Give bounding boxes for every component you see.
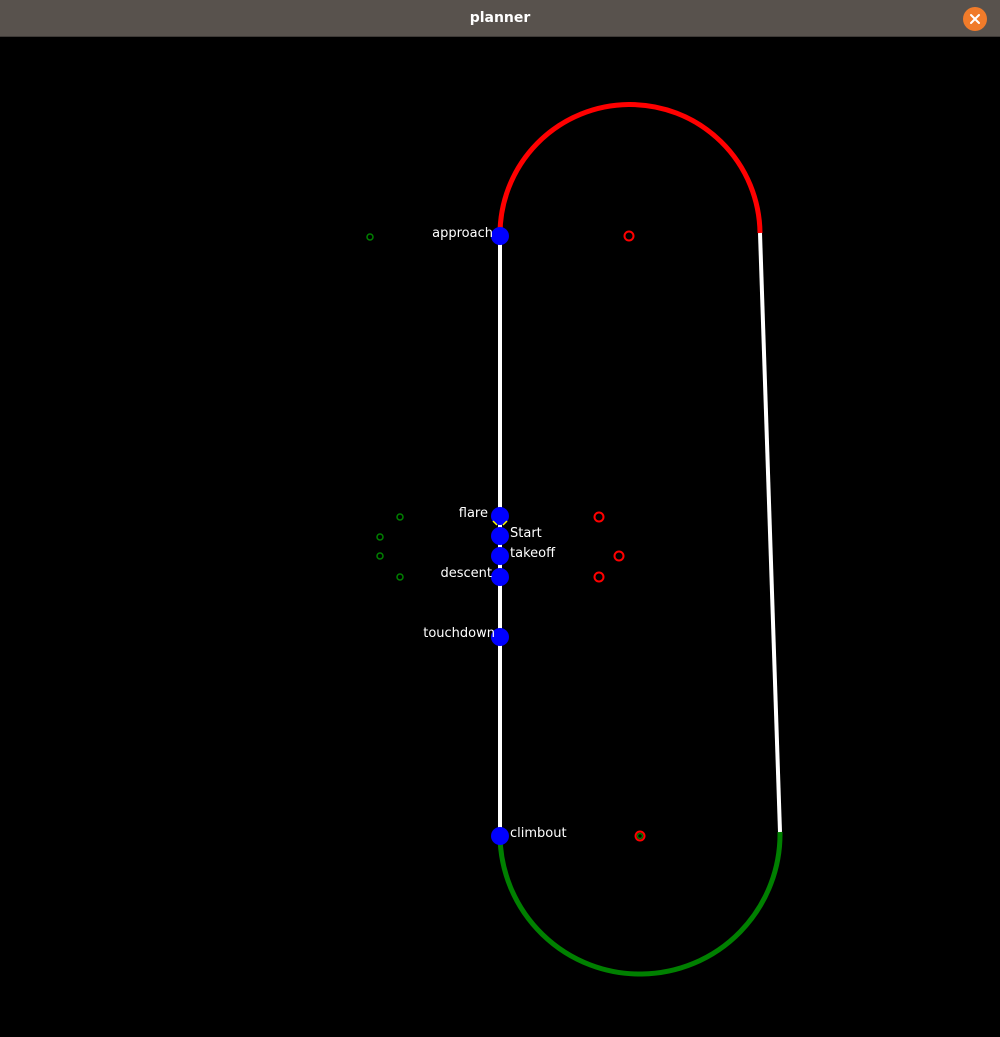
planner-canvas[interactable]: approach flare Start takeoff descent tou…	[0, 37, 1000, 1037]
turn-center-marker	[593, 571, 605, 583]
turn-center-marker	[396, 513, 404, 521]
turn-center-marker	[613, 550, 625, 562]
turn-center-marker	[636, 832, 644, 840]
window-title: planner	[469, 10, 531, 26]
flight-path-plot: approach flare Start takeoff descent tou…	[366, 102, 783, 977]
turn-center-marker	[623, 230, 635, 242]
waypoint-label-start: Start	[510, 526, 542, 541]
waypoint-start[interactable]	[491, 527, 509, 545]
turn-center-marker	[396, 573, 404, 581]
close-icon	[970, 14, 980, 24]
climbout-turn-arc	[497, 831, 783, 977]
waypoint-label-touchdown: touchdown	[423, 626, 495, 641]
waypoint-climbout[interactable]	[491, 827, 509, 845]
turn-center-marker	[376, 552, 384, 560]
waypoint-label-climbout: climbout	[510, 826, 567, 841]
approach-turn-arc	[497, 102, 763, 237]
turn-center-marker	[634, 830, 646, 842]
waypoint-label-flare: flare	[459, 506, 488, 521]
waypoint-label-descent: descent	[440, 566, 492, 581]
downwind-leg	[758, 232, 782, 833]
turn-center-marker	[366, 233, 374, 241]
waypoint-label-approach: approach	[432, 226, 493, 241]
start-marker-icon	[492, 520, 508, 526]
waypoint-descent[interactable]	[491, 568, 509, 586]
waypoint-touchdown[interactable]	[491, 628, 509, 646]
turn-center-marker	[593, 511, 605, 523]
waypoint-flare[interactable]	[491, 507, 509, 525]
waypoint-approach[interactable]	[491, 227, 509, 245]
turn-center-marker	[376, 533, 384, 541]
waypoint-label-takeoff: takeoff	[510, 546, 556, 561]
waypoint-takeoff[interactable]	[491, 547, 509, 565]
title-bar[interactable]: planner	[0, 0, 1000, 37]
close-button[interactable]	[963, 7, 987, 31]
